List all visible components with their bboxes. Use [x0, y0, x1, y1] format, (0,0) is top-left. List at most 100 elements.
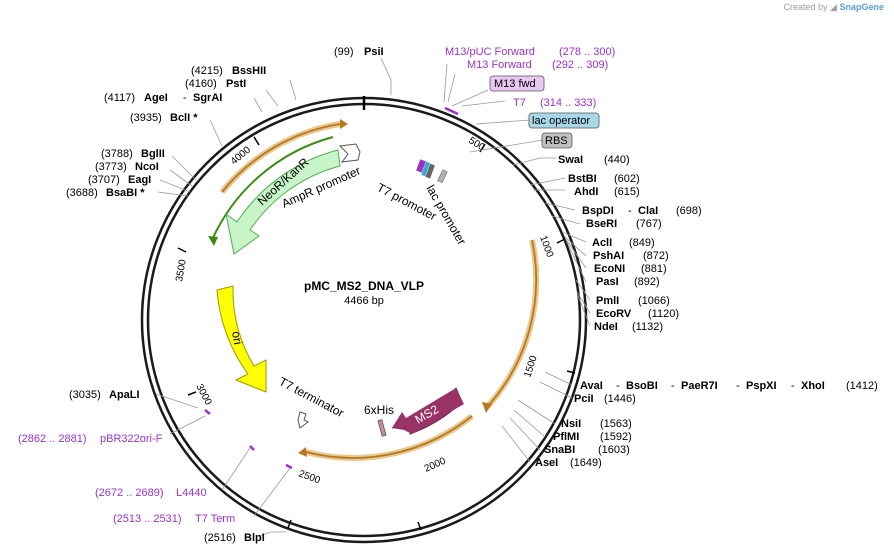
site-asei-name: AseI	[535, 457, 558, 469]
site-bspdi-pos: (698)	[676, 205, 702, 217]
site-pshai-name: PshAI	[593, 250, 624, 262]
site-bspdi-sep: -	[628, 205, 632, 217]
site-avai-sep2: -	[671, 380, 675, 392]
orf-arc-bottom	[305, 415, 473, 459]
m13-fwd-box	[489, 75, 545, 92]
site-psi-pos: (99)	[334, 46, 354, 58]
sites-right: SwaI (440) BstBI (602) AhdI (615) BspDI …	[535, 154, 878, 469]
site-bsshii-pos: (4215)	[191, 65, 223, 77]
orf-arc-top	[221, 123, 341, 193]
site-bseri-name: BseRI	[586, 218, 617, 230]
site-bstbi-name: BstBI	[568, 173, 597, 185]
backbone	[140, 96, 588, 544]
site-econi-name: EcoNI	[594, 263, 625, 275]
primer-m13f-range: (292 .. 309)	[552, 59, 608, 71]
site-bstbi-pos: (602)	[614, 173, 640, 185]
site-pspxi-name: PspXI	[746, 380, 777, 392]
site-psti-name: PstI	[226, 78, 246, 90]
orf-arrowheads	[208, 119, 492, 457]
site-ecorv-name: EcoRV	[596, 308, 632, 320]
feature-boxes: M13 fwd lac operator RBS	[489, 75, 600, 149]
credit-brand: SnapGene	[839, 2, 884, 12]
t7-terminator-feature[interactable]: T7 terminator	[277, 374, 347, 429]
tick-2500-mark	[287, 519, 292, 529]
leader-lines	[155, 57, 591, 537]
orf-arc-right	[487, 239, 538, 407]
site-apali-name: ApaLI	[109, 389, 140, 401]
site-pshai-pos: (872)	[643, 250, 669, 262]
ori-label: ori	[229, 330, 245, 346]
tick-1000-mark	[556, 238, 566, 244]
site-pmli-name: PmlI	[596, 295, 619, 307]
tick-3500-mark	[177, 247, 187, 253]
plasmid-size: 4466 bp	[344, 295, 384, 307]
site-bglii-pos: (3788)	[101, 148, 133, 160]
his-tag-label: 6xHis	[364, 403, 394, 417]
site-acli-pos: (849)	[629, 237, 655, 249]
tick-500-mark	[479, 143, 486, 153]
site-bspdi-name: BspDI	[582, 205, 614, 217]
lac-operator-label: lac operator	[532, 115, 590, 127]
site-psi-name: PsiI	[364, 46, 384, 58]
site-econi-pos: (881)	[641, 263, 667, 275]
primer-t7-name: T7	[513, 97, 526, 109]
site-clai-name: ClaI	[638, 205, 658, 217]
snapgene-logo-icon: ◢	[830, 2, 837, 12]
promoter-cluster: T7 promoter lac promoter	[375, 159, 469, 247]
site-eagi-name: EagI	[128, 174, 151, 186]
site-swai-name: SwaI	[558, 154, 583, 166]
tick-3000-mark	[187, 391, 197, 396]
site-snabi-pos: (1603)	[598, 444, 630, 456]
site-ncoi-pos: (3773)	[95, 161, 127, 173]
site-ahdi-name: AhdI	[574, 186, 598, 198]
primer-m13puc-range: (278 .. 300)	[559, 46, 615, 58]
tick-4000-mark	[253, 136, 260, 146]
site-avai-sep1: -	[616, 380, 620, 392]
site-avai-name: AvaI	[580, 380, 603, 392]
primer-labels: M13/pUC Forward (278 .. 300) M13 Forward…	[18, 46, 615, 525]
ticks	[177, 136, 576, 531]
tick-1500-mark	[566, 370, 576, 374]
credit-prefix: Created by	[783, 2, 828, 12]
site-pcii-name: PciI	[574, 393, 594, 405]
site-pasi-name: PasI	[596, 276, 619, 288]
site-avai-sep3: -	[736, 380, 740, 392]
tick-label: 3500	[174, 258, 189, 282]
t7-terminator-label: T7 terminator	[277, 374, 347, 420]
primer-l4440-name: L4440	[176, 487, 207, 499]
primer-t7-range: (314 .. 333)	[540, 97, 596, 109]
ori-feature[interactable]: ori	[216, 285, 267, 393]
site-swai-pos: (440)	[604, 154, 630, 166]
site-ndei-name: NdeI	[594, 321, 618, 333]
site-bsabi-name: BsaBI *	[106, 187, 145, 199]
tick-label: 2000	[423, 455, 448, 474]
his-tag-feature[interactable]: 6xHis	[364, 403, 394, 437]
site-agei-pos: (4117)	[104, 92, 135, 104]
site-nsii-pos: (1563)	[600, 418, 632, 430]
site-ahdi-pos: (615)	[614, 186, 640, 198]
site-snabi-name: SnaBI	[544, 444, 575, 456]
tick-label: 2500	[297, 468, 322, 486]
orf-arc-bottom-glow	[305, 413, 474, 461]
neo-kan-feature[interactable]: NeoR/KanR AmpR promoter	[225, 143, 363, 255]
site-ncoi-name: NcoI	[135, 161, 159, 173]
ampr-promoter-arrow	[338, 143, 361, 163]
orf-arc-right-glow	[485, 239, 540, 408]
site-pasi-pos: (892)	[634, 276, 660, 288]
primer-t7term-range: (2513 .. 2531)	[113, 513, 182, 525]
site-pflmi-name: PflMI	[553, 431, 579, 443]
site-paer7i-name: PaeR7I	[681, 380, 718, 392]
primer-m13f-name: M13 Forward	[467, 59, 532, 71]
site-asei-pos: (1649)	[570, 457, 602, 469]
tick-label: 1500	[522, 354, 539, 379]
site-bglii-name: BglII	[141, 148, 165, 160]
orf-arcs	[211, 121, 540, 461]
site-xhoi-name: XhoI	[801, 380, 825, 392]
site-agei-sep: -	[183, 92, 187, 104]
site-eagi-pos: (3707)	[88, 174, 120, 186]
site-ecorv-pos: (1120)	[648, 308, 679, 320]
primer-l4440-range: (2672 .. 2689)	[95, 487, 164, 499]
site-ndei-pos: (1132)	[632, 321, 663, 333]
site-bseri-pos: (767)	[636, 218, 662, 230]
